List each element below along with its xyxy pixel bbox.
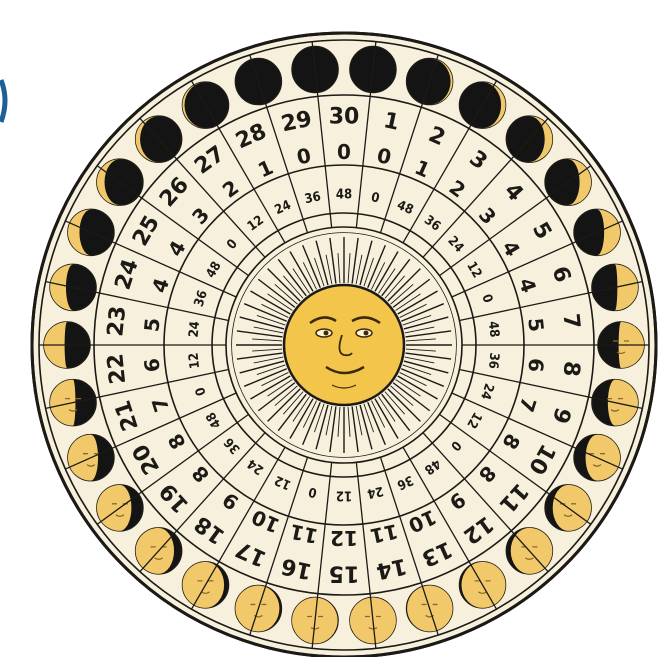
corner-mark-arc	[1, 80, 5, 122]
minute-number: 48	[336, 188, 352, 203]
hour-number: 5	[523, 317, 548, 333]
day-number: 30	[329, 105, 360, 130]
sun-face-icon	[232, 233, 456, 457]
minute-number: 24	[187, 320, 204, 338]
minute-number: 12	[336, 488, 352, 503]
hour-number: 6	[139, 357, 164, 373]
hour-number: 0	[337, 140, 351, 164]
minute-number: 12	[187, 352, 204, 370]
minute-number: 48	[485, 320, 502, 338]
hour-number: 6	[523, 357, 548, 373]
day-number: 22	[103, 352, 131, 385]
day-number: 8	[558, 360, 584, 378]
day-number: 7	[558, 312, 584, 330]
hour-number: 12	[330, 526, 358, 550]
hour-number: 5	[139, 317, 164, 333]
minute-number: 36	[485, 352, 502, 370]
day-number: 15	[329, 561, 360, 586]
day-number: 23	[103, 305, 131, 338]
dial: 1234567891011121314151617181920212223242…	[32, 33, 656, 657]
